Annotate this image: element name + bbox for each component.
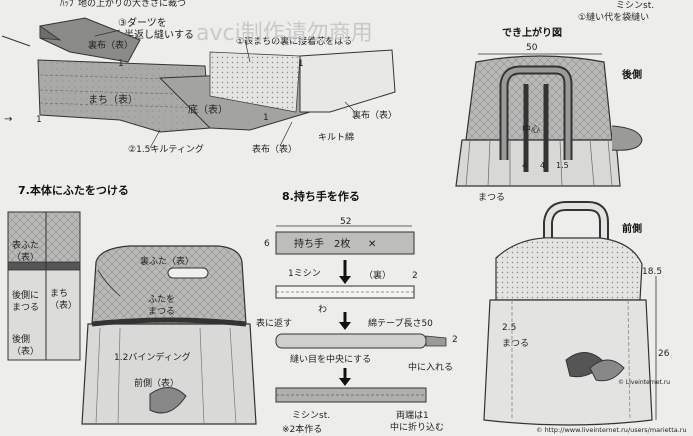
strap-front [545, 203, 607, 276]
dim-1b: 1 [36, 115, 42, 125]
gusset-label-2: （表） [50, 299, 77, 311]
flap-stitch-1: ふたを [148, 294, 175, 305]
step7-title: 7.本体にふたをつける [18, 183, 129, 197]
dim-2b: 2 [452, 335, 458, 345]
flap-stitch-2: まつる [148, 306, 175, 317]
tape-label: 綿テープ長さ50 [368, 317, 433, 329]
back-side-label: （裏） [364, 269, 391, 281]
ends-label-1: 両端は1 [396, 409, 429, 421]
sewing-note-1: ミシンst. [616, 1, 654, 11]
step7-flap [91, 245, 247, 325]
batting-label: キルト綿 [318, 131, 354, 143]
bag-back-skirt [455, 139, 621, 187]
svg-text:→: → [4, 114, 12, 125]
step-8-panel: 8.持ち手を作る 52 6 持ち手 2枚 ✕ 1ミシン （裏） 2 わ 表に返す… [256, 189, 458, 435]
insert-label: 中に入れる [408, 361, 453, 373]
back-stitch-2: まつる [12, 302, 39, 313]
front-gather-label: まつる [502, 338, 529, 349]
dim-18-5: 18.5 [642, 267, 662, 277]
seam-center-label: 縫い目を中央にする [290, 353, 371, 365]
width-52: 52 [340, 217, 351, 227]
topstitch-label: ミシンst. [292, 411, 330, 421]
interfacing-note: ①表まちの裏に接着芯をはる [236, 35, 352, 47]
dim-1c: 1 [263, 113, 269, 123]
watermark-text: avci制作请勿商用 [196, 21, 373, 46]
cross-icon: ✕ [368, 239, 376, 250]
outer-label: 表布（表） [252, 143, 297, 155]
flap-label-1: 表ふた [12, 239, 39, 251]
top-left-panel: ﾊｯﾌﾞ地の上がりの大きさに裁つ ③ダーツを 半返し縫いする 裏布（表） まち（… [1, 0, 397, 155]
credit-text: © Liveinternet.ru [618, 379, 670, 386]
ends-label-2: 中に折り込む [390, 421, 444, 433]
handle-strip [275, 231, 415, 255]
dim-26: 26 [658, 349, 670, 359]
sewing-note-2: ①縫い代を袋縫い [578, 11, 649, 23]
tube-strip [275, 333, 427, 349]
step7-handle-hole [167, 267, 209, 279]
binding-strip [91, 317, 247, 327]
dim-2a: 2 [412, 271, 418, 281]
step7-front [81, 323, 257, 425]
dim-4a: 4 [522, 161, 527, 170]
height-6: 6 [264, 239, 270, 249]
back-label-2: （表） [12, 345, 39, 357]
bottom-label: 底（表） [188, 103, 228, 116]
arrow-left [1, 35, 31, 47]
dim-1-5: 1.5 [556, 161, 569, 170]
strip-label: 持ち手 2枚 [294, 237, 350, 250]
dim-1a: 1 [118, 59, 124, 69]
dim-2-5: 2.5 [502, 323, 516, 333]
outer-fabric-right [299, 49, 396, 113]
flap-label-2: （表） [12, 251, 39, 263]
site-credit: © http://www.liveinternet.ru/users/marie… [536, 426, 687, 434]
dart-note-2: 半返し縫いする [124, 28, 194, 41]
make-two-label: ※2本作る [282, 423, 322, 435]
front-view-panel: 前側 18.5 2.5 まつる 26 [483, 201, 670, 426]
quilt-note: ②1.5キルティング [128, 143, 204, 155]
inner-flap-label: 裏ふた（表） [140, 255, 194, 267]
back-label-1: 後側 [12, 333, 30, 345]
header-fragment: ﾊｯﾌﾞ地の上がりの大きさに裁つ [60, 0, 186, 9]
finished-title: でき上がり図 [502, 26, 562, 39]
wa-label: わ [318, 304, 327, 315]
binding-label: 1.2バインディング [114, 351, 191, 363]
step8-title: 8.持ち手を作る [282, 189, 360, 203]
dart-shape [39, 25, 62, 41]
gusset-label-1: まち [50, 288, 68, 299]
lining-right-label: 裏布（表） [352, 109, 397, 121]
front-view-label: 前側 [622, 222, 642, 235]
back-label: 後側 [622, 68, 642, 81]
dim-4b: 4 [540, 161, 545, 170]
gusset-label: まち（表） [88, 93, 138, 106]
front-flap [495, 237, 643, 301]
batting-piece [209, 51, 301, 113]
dim-1d: 1 [298, 59, 304, 69]
back-stitch-1: 後側に [12, 289, 39, 301]
step-7-panel: 7.本体にふたをつける 表ふた （表） 後側に まつる まち （表） 後側 （表… [7, 183, 257, 425]
step7-front-label: 前側（表） [134, 377, 179, 389]
flower-motif [149, 387, 187, 414]
sew-label: 1ミシン [288, 269, 321, 279]
lining-top-label: 裏布（表） [88, 39, 133, 51]
gather-label-top: まつる [478, 192, 505, 203]
top-right-panel: ミシンst. ①縫い代を袋縫い でき上がり図 後側 50 中心 4 4 1.5 … [455, 1, 654, 203]
turn-label: 表に返す [256, 317, 292, 329]
dart-note-1: ③ダーツを [118, 16, 167, 29]
side-gusset [611, 125, 643, 151]
width-50: 50 [526, 43, 538, 53]
center-label: 中心 [522, 123, 540, 135]
